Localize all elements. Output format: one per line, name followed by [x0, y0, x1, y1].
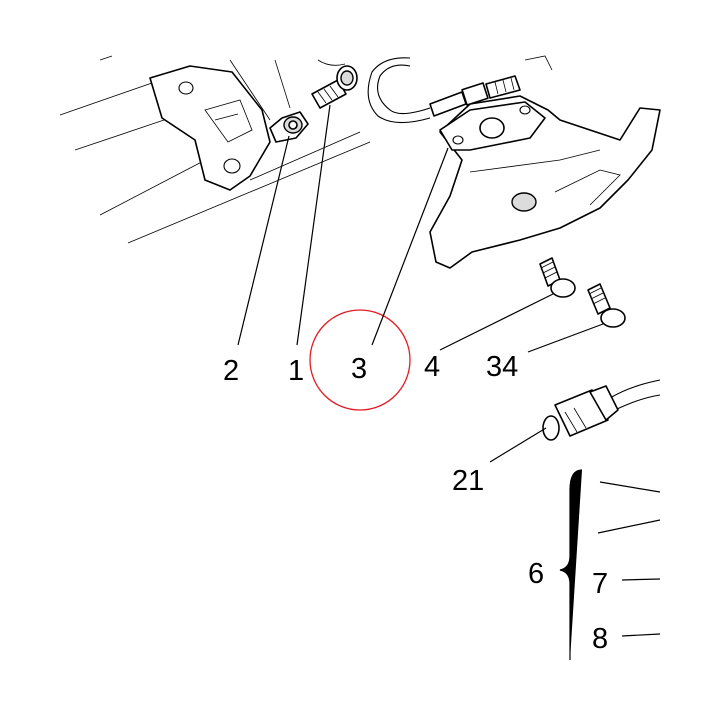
callout-7: 7 [592, 568, 608, 600]
screw-part-4 [539, 257, 576, 298]
callout-21: 21 [452, 465, 484, 497]
body-structure-lines [59, 55, 371, 244]
highlight-circle [309, 309, 411, 411]
leader-lines [237, 104, 661, 637]
screw-part-34 [587, 283, 626, 328]
pedal-arm [429, 95, 661, 269]
callout-2: 2 [223, 355, 239, 387]
bolt-part-1 [311, 65, 358, 109]
callout-4: 4 [424, 351, 440, 383]
callout-3: 3 [351, 353, 367, 385]
callout-34: 34 [486, 351, 518, 383]
sensor-connector [542, 379, 661, 441]
bracket-plate [149, 65, 309, 191]
callout-8: 8 [592, 623, 608, 655]
callout-6: 6 [528, 558, 544, 590]
brake-pipe [367, 55, 553, 124]
callout-1: 1 [288, 355, 304, 387]
group-brace [559, 469, 583, 660]
